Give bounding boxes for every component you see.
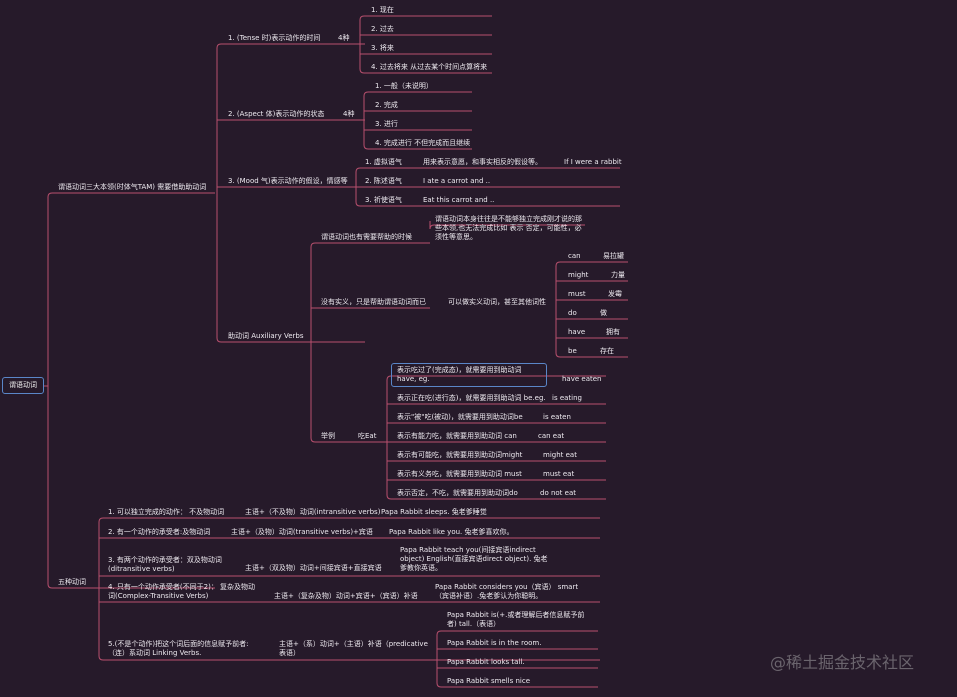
example-en: can eat [538,432,565,440]
modal-en[interactable]: do [568,309,577,317]
modal-en[interactable]: must [568,290,586,298]
example-desc[interactable]: 表示有义务吃，就需要用到助动词 must [397,470,522,478]
example-en: do not eat [540,489,576,497]
aux-help-desc: 谓语动词本身往往是不能够独立完成刚才说的那些本领,也无法完成比如 表示 否定，可… [435,215,582,241]
tense-item[interactable]: 2. 过去 [371,25,394,33]
connector-branch [47,192,215,198]
five-example: Papa Rabbit is(+.或者理解后者信息赋予前者) tall.（表语） [447,611,585,628]
mood-item-desc: Eat this carrot and .. [423,196,495,204]
five-example: Papa Rabbit considers you（宾语） smart（宾语补语… [435,583,579,600]
connector-branch [310,437,430,443]
aspect-item[interactable]: 3. 进行 [375,120,398,128]
five-example: Papa Rabbit teach you(间接宾语indirect objec… [400,546,548,572]
node-tense[interactable]: 1. (Tense 时)表示动作的时间 [228,34,321,42]
example-en: have eaten [562,375,602,383]
connector-branch [355,167,620,173]
five-title[interactable]: 5.(不是个动作)把这个词后面的信息赋予前者: （连）系动词 Linking V… [108,640,249,657]
connector-branch [555,261,628,267]
connector-branch [359,68,492,74]
five-example: Papa Rabbit is in the room. [447,639,542,647]
node-five[interactable]: 五种动词 [58,578,86,586]
mood-item-desc: I ate a carrot and .. [423,177,491,185]
modal-zh: 做 [600,309,607,317]
five-title[interactable]: 4. 只有一个动作承受者(不同于2)： 复杂及物动词(Complex-Trans… [108,583,256,600]
example-desc[interactable]: 表示正在吃(进行态)，就需要用到助动词 be.eg. [397,394,546,402]
example-en: is eaten [543,413,571,421]
modal-zh: 易拉罐 [603,252,624,260]
five-title[interactable]: 1. 可以独立完成的动作： 不及物动词 [108,508,225,516]
five-pattern: 主语+（系）动词+（主语）补语（predicative 表语） [279,640,428,657]
five-pattern: 主语+（不及物）动词(intransitive verbs) [245,508,381,516]
tense-item[interactable]: 3. 将来 [371,44,394,52]
modal-zh: 力量 [611,271,625,279]
example-en: is eating [552,394,582,402]
connector-branch [310,242,430,248]
connector-branch [363,144,472,150]
aspect-item[interactable]: 2. 完成 [375,101,398,109]
connector-branch [355,201,620,207]
node-tam[interactable]: 谓语动词三大本领(时体气TAM) 需要借助助动词 [58,183,207,191]
five-example: Papa Rabbit like you. 兔老爹喜欢你。 [389,528,514,536]
modal-en[interactable]: might [568,271,589,279]
watermark: @稀土掘金技术社区 [770,653,915,672]
connector-branch [555,352,628,358]
modal-zh: 存在 [600,347,614,355]
selected-node-highlight[interactable] [391,363,547,387]
example-verb[interactable]: 吃Eat [358,432,377,440]
modal-zh: 拥有 [606,328,620,336]
example-en: might eat [543,451,577,459]
mood-item-example: If I were a rabbit [564,158,622,166]
five-example: Papa Rabbit sleeps. 兔老爹睡觉 [381,508,487,516]
five-example: Papa Rabbit smells nice [447,677,531,685]
five-title[interactable]: 2. 有一个动作的承受者:及物动词 [108,528,211,536]
example-desc[interactable]: 表示否定，不吃，就需要用到助动词do [397,489,518,497]
connector-branch [436,682,598,688]
five-pattern: 主语+（双及物）动词+间接宾语+直接宾语 [245,564,382,572]
node-tense-count: 4种 [338,34,350,42]
mood-item-label[interactable]: 2. 陈述语气 [365,177,402,185]
modal-en[interactable]: can [568,252,581,260]
connector-branch [216,337,365,343]
mood-item-label[interactable]: 1. 虚拟语气 [365,158,402,166]
node-mood[interactable]: 3. (Mood 气)表示动作的假设，情感等 [228,177,348,185]
five-example: Papa Rabbit looks tall. [447,658,525,666]
example-desc[interactable]: 表示有能力吃，就需要用到助动词 can [397,432,517,440]
connector-branch [47,583,215,589]
tense-item[interactable]: 1. 现在 [371,6,394,14]
connector-branch [436,630,598,636]
example-desc[interactable]: 表示有可能吃，就需要用到助动词might [397,451,523,459]
example-desc[interactable]: 表示"被"吃(被动)，就需要用到助动词be [397,413,523,421]
example-desc[interactable]: 表示吃过了(完成态)，就需要用到助动词 have, eg. [397,366,522,383]
connector-branch [98,517,600,523]
connector-branch [359,15,492,21]
connector-branch [216,43,365,49]
aux-modal[interactable]: 可以做实义动词，甚至其他词性 [448,298,546,306]
five-title[interactable]: 3. 有两个动作的承受者：双及物动词(ditransitive verbs) [108,556,222,573]
modal-en[interactable]: have [568,328,586,336]
node-aspect-count: 4种 [343,110,355,118]
example-label[interactable]: 举例 [321,432,335,440]
aux-noreal[interactable]: 没有实义，只是帮助谓语动词而已 [321,298,426,306]
mood-item-label[interactable]: 3. 祈使语气 [365,196,402,204]
example-en: must eat [543,470,575,478]
connector-branch [386,375,606,381]
aspect-item[interactable]: 1. 一般（未说明） [375,82,433,90]
modal-en[interactable]: be [568,347,577,355]
mood-item-desc: 用来表示意愿，和事实相反的假设等。 [423,158,542,166]
aux-help[interactable]: 谓语动词也有需要帮助的时候 [321,233,412,241]
tense-item[interactable]: 4. 过去将来 从过去某个时间点算将来 [371,63,488,71]
root-node[interactable]: 谓语动词 [2,377,44,394]
five-pattern: 主语+（及物）动词(transitive verbs)+宾语 [231,528,373,536]
aspect-item[interactable]: 4. 完成进行 不但完成而且继续 [375,139,471,147]
node-aspect[interactable]: 2. (Aspect 体)表示动作的状态 [228,110,325,118]
connector-branch [386,494,606,500]
node-aux[interactable]: 助动词 Auxiliary Verbs [228,332,304,340]
five-pattern: 主语+（复杂及物）动词+宾语+（宾语）补语 [274,592,418,600]
connector-branch [363,91,472,97]
connector-branch [98,655,600,661]
connector-branch [429,224,585,230]
modal-zh: 发霉 [608,290,622,298]
